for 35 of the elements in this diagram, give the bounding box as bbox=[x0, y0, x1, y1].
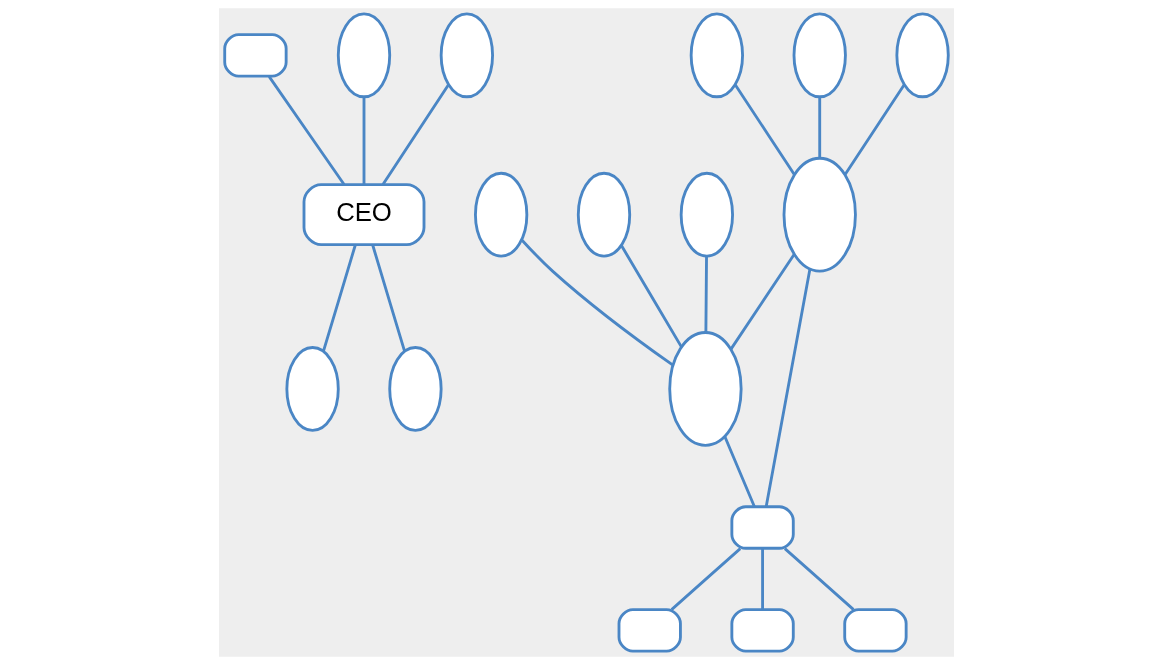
node-ellipse bbox=[474, 171, 529, 258]
connector bbox=[371, 244, 406, 352]
node-box bbox=[730, 505, 795, 550]
connector bbox=[670, 547, 742, 611]
connector bbox=[620, 244, 683, 348]
connector bbox=[704, 256, 708, 332]
node-ellipse bbox=[285, 346, 340, 432]
node-box bbox=[617, 608, 682, 653]
connector bbox=[322, 244, 357, 352]
node-box bbox=[730, 608, 795, 653]
connector bbox=[818, 97, 822, 158]
node-ellipse bbox=[782, 156, 857, 273]
connector bbox=[729, 253, 796, 350]
connector bbox=[268, 75, 346, 186]
node-box bbox=[223, 33, 288, 78]
connector bbox=[764, 269, 812, 507]
connector bbox=[844, 83, 906, 176]
node-ellipse bbox=[439, 12, 494, 99]
node-box: CEO bbox=[302, 183, 426, 247]
node-ellipse bbox=[792, 12, 847, 99]
node-box bbox=[843, 608, 908, 653]
node-ellipse bbox=[679, 171, 734, 258]
node-ellipse bbox=[668, 331, 743, 447]
node-ellipse bbox=[576, 171, 632, 258]
node-ellipse bbox=[388, 346, 443, 432]
node-ellipse bbox=[336, 12, 392, 99]
connector bbox=[761, 548, 764, 610]
connector bbox=[520, 238, 674, 367]
node-ellipse bbox=[689, 12, 744, 99]
connector bbox=[734, 83, 796, 176]
connector bbox=[783, 547, 855, 611]
connector bbox=[381, 83, 450, 186]
connector bbox=[362, 97, 366, 185]
node-ellipse bbox=[895, 12, 950, 99]
connector bbox=[723, 436, 756, 508]
